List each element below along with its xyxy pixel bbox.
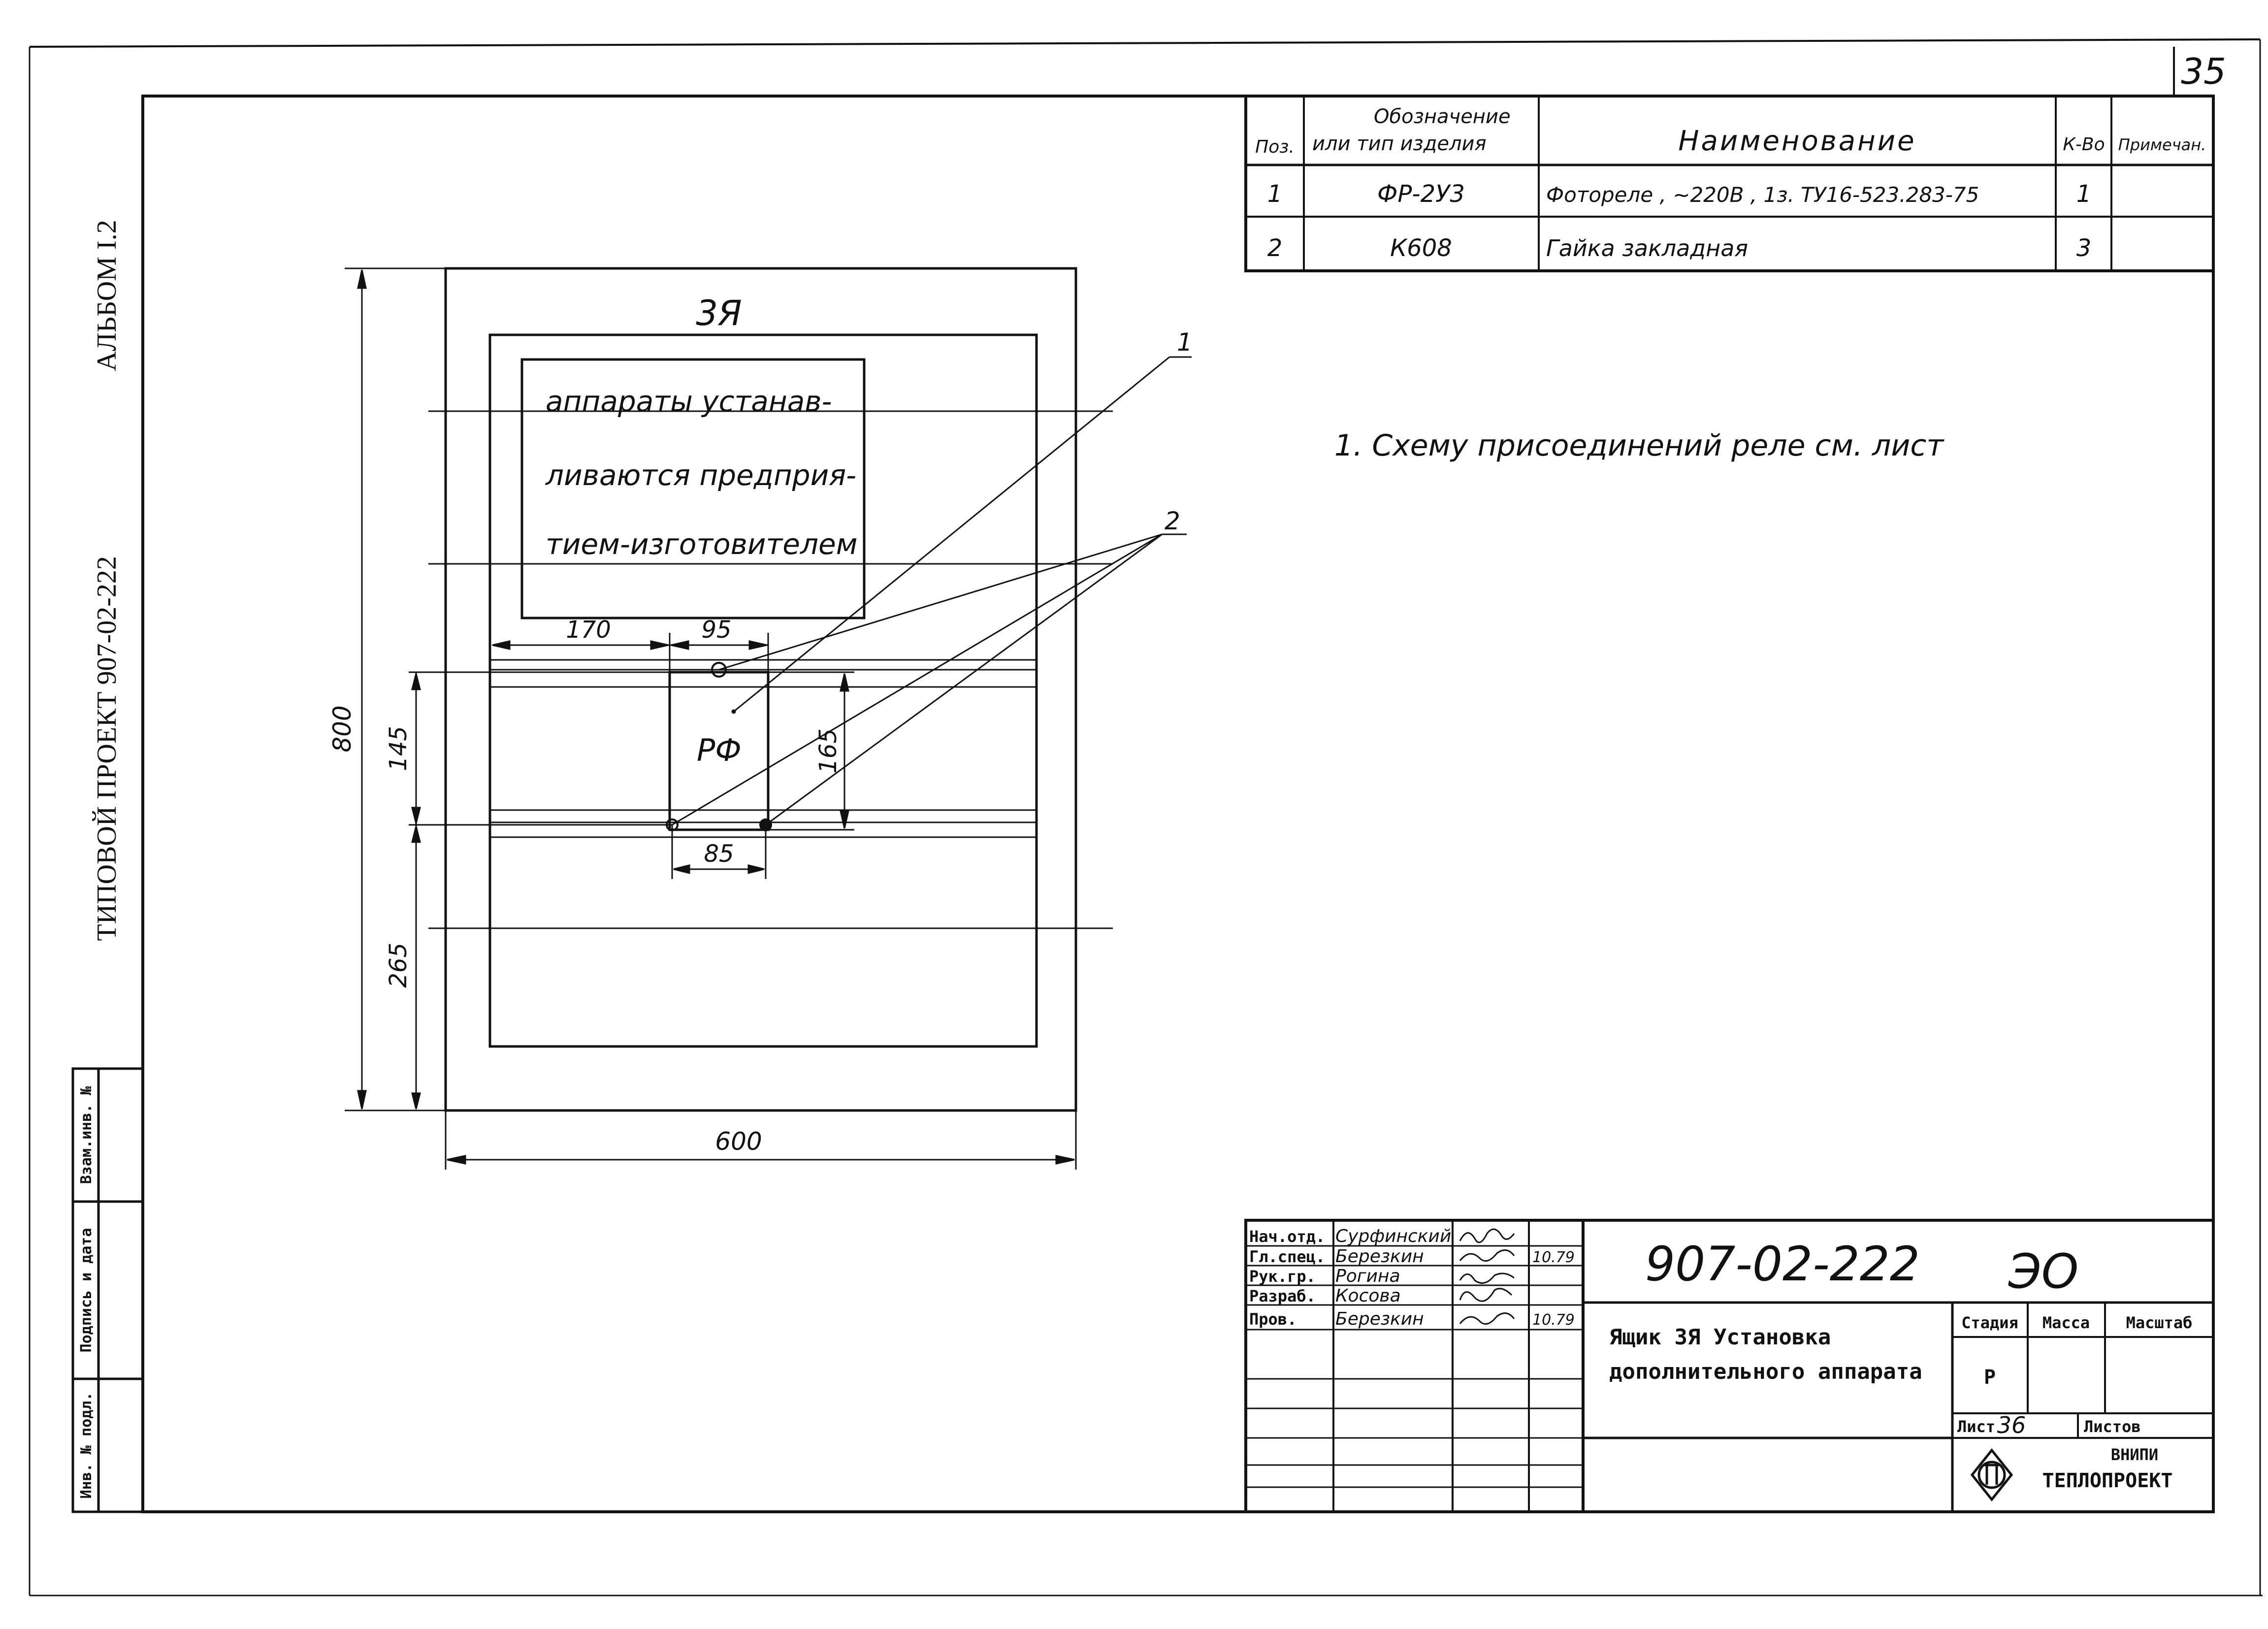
- name-group-lead: Рогина: [1335, 1266, 1400, 1286]
- role-checker: Пров.: [1249, 1310, 1296, 1329]
- stage-value: Р: [1984, 1366, 1996, 1389]
- album-label: АЛЬБОМ I.2: [92, 220, 122, 371]
- stage-header: Стадия: [1961, 1313, 2018, 1332]
- leader-lines: [672, 356, 1192, 826]
- project-label: ТИПОВОЙ ПРОЕКТ 907-02-222: [92, 556, 122, 941]
- spec-header-name: Наименование: [1678, 125, 1916, 157]
- dim-165: 165: [814, 728, 842, 774]
- name-checker: Березкин: [1335, 1309, 1424, 1329]
- doc-code: 907-02-222: [1645, 1237, 1920, 1292]
- org-logo: [1970, 1448, 2013, 1502]
- spec-row-1-pos: 1: [1267, 180, 1283, 208]
- spec-header-qty: К-Во: [2063, 134, 2105, 155]
- dim-170: 170: [566, 616, 611, 644]
- name-head-dept: Сурфинский: [1335, 1226, 1451, 1246]
- spec-table: [1244, 95, 2215, 272]
- note-line-3: тием-изготовителем: [546, 527, 857, 561]
- spec-header-note: Примечан.: [2118, 135, 2206, 154]
- role-group-lead: Рук.гр.: [1249, 1267, 1316, 1286]
- mount-point-top: [711, 662, 727, 678]
- spec-row-1-name: Фотореле , ~220В , 1з. ТУ16-523.283-75: [1546, 183, 1979, 207]
- doc-title-line-2: дополнительного аппарата: [1609, 1359, 1922, 1384]
- relay-body: [668, 671, 770, 831]
- doc-title-line-1: Ящик 3Я Установка: [1609, 1325, 1831, 1350]
- spec-header-designation-1: Обозначение: [1374, 105, 1511, 128]
- callout-2: 2: [1165, 507, 1180, 535]
- general-note: 1. Схему присоединений реле см. лист: [1334, 428, 1944, 463]
- spec-row-2-qty: 3: [2076, 234, 2092, 262]
- relay-label: РФ: [697, 732, 742, 768]
- stamp-replaced-inv: Взам.инв. №: [78, 1086, 95, 1184]
- signatures: [1459, 1228, 1515, 1325]
- dim-600: 600: [715, 1127, 762, 1156]
- scale-header: Масштаб: [2126, 1313, 2193, 1332]
- note-line-1: аппараты устанав-: [546, 385, 832, 418]
- name-developer: Косова: [1335, 1286, 1401, 1306]
- mounting-panel: [488, 333, 1038, 1048]
- approval-stamp: [71, 1067, 144, 1513]
- title-block: [1244, 1219, 2215, 1513]
- date-chief-spec: 10.79: [1532, 1249, 1575, 1266]
- note-line-2: ливаются предприя-: [545, 458, 856, 492]
- sheet-borders: [29, 38, 2263, 1596]
- sheet-number: 35: [2181, 51, 2226, 92]
- spec-header-designation-2: или тип изделия: [1312, 132, 1487, 155]
- name-chief-spec: Березкин: [1335, 1246, 1424, 1267]
- dim-265: 265: [385, 943, 412, 988]
- cabinet-label: 3Я: [696, 293, 742, 333]
- dim-85: 85: [704, 840, 734, 868]
- spec-row-1-designation: ФР-2У3: [1377, 180, 1465, 208]
- role-developer: Разраб.: [1249, 1287, 1316, 1305]
- sheet-label: Лист: [1957, 1417, 1995, 1436]
- sheets-label: Листов: [2084, 1417, 2141, 1436]
- dim-145: 145: [385, 726, 412, 771]
- spec-row-2-name: Гайка закладная: [1546, 235, 1748, 261]
- spec-row-2-pos: 2: [1267, 234, 1283, 262]
- dim-800: 800: [328, 705, 356, 752]
- spec-row-1-qty: 1: [2076, 180, 2092, 208]
- cabinet-outline: [444, 267, 1077, 1112]
- role-head-dept: Нач.отд.: [1249, 1227, 1325, 1246]
- org-name-1: ВНИПИ: [2111, 1445, 2158, 1464]
- stamp-signature-date: Подпись и дата: [78, 1228, 95, 1353]
- org-name-2: ТЕПЛОПРОЕКТ: [2042, 1469, 2173, 1492]
- left-margin: АЛЬБОМ I.2 ТИПОВОЙ ПРОЕКТ 907-02-222: [92, 220, 122, 941]
- stamp-inv-number: Инв. № подл.: [78, 1392, 95, 1499]
- date-checker: 10.79: [1532, 1311, 1575, 1329]
- cabinet-drawing: [345, 267, 1192, 1170]
- sheet-value: 36: [1997, 1412, 2026, 1438]
- note-frame: [520, 358, 866, 619]
- doc-suffix: ЭО: [2008, 1244, 2079, 1299]
- spec-header-pos: Поз.: [1255, 137, 1295, 157]
- role-chief-spec: Гл.спец.: [1249, 1247, 1325, 1266]
- callout-1: 1: [1177, 328, 1193, 357]
- mass-header: Масса: [2042, 1313, 2090, 1332]
- dim-95: 95: [701, 616, 731, 644]
- spec-row-2-designation: К608: [1390, 234, 1452, 262]
